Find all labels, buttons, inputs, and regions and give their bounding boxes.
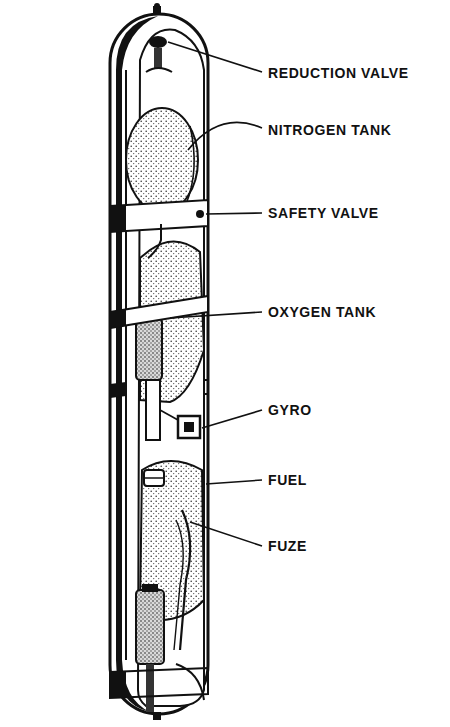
part-label: FUZE — [268, 539, 307, 553]
leader-lines — [168, 42, 262, 546]
part-label: NITROGEN TANK — [268, 123, 391, 137]
part-label: OXYGEN TANK — [268, 305, 376, 319]
part-label: SAFETY VALVE — [268, 206, 379, 220]
part-label: GYRO — [268, 403, 312, 417]
part-label: FUEL — [268, 473, 307, 487]
part-label: REDUCTION VALVE — [268, 66, 409, 80]
